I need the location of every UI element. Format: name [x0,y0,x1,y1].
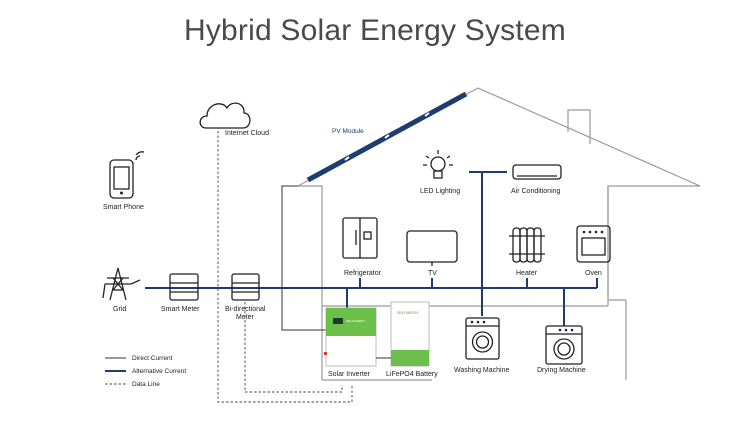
pv-module [306,91,468,183]
grid-tower-icon [102,267,141,301]
smart-meter-label: Smart Meter [161,306,200,313]
tv-label: TV [428,270,437,277]
refrigerator-icon [342,217,378,259]
legend: Direct Current Alternative Current Data … [105,355,186,388]
legend-ac-label: Alternative Current [132,368,186,375]
drying-machine-icon [545,325,583,365]
drying-machine-label: Drying Machine [537,367,586,374]
legend-dc-label: Direct Current [132,355,173,362]
washing-machine-icon [465,317,500,360]
lifepo4-battery: SRL ENERGY [390,301,430,367]
data-line-meter [244,302,343,393]
light-bulb-icon [423,150,453,179]
bidirectional-meter-label-2: Meter [236,314,255,321]
refrigerator-label: Refrigerator [344,270,382,277]
air-conditioning-label: Air Conditioning [511,188,561,195]
inverter-brand: SRL ENERGY [346,319,365,323]
cloud-icon [199,102,251,129]
heater-label: Heater [516,270,538,277]
grid-label: Grid [113,306,126,313]
pv-module-label: PV Module [332,128,364,135]
smart-phone-label: Smart Phone [103,204,144,211]
oven-label: Oven [585,270,602,277]
data-line-cloud [217,131,353,403]
smart-meter-icon [169,273,199,301]
bidirectional-meter-label-1: Bi-directional [225,306,266,313]
washing-machine-label: Washing Machine [454,367,509,374]
led-lighting-label: LED Lighting [420,188,460,195]
battery-label: LiFePO4 Battery [386,371,438,378]
smartphone-icon [109,151,145,199]
dc-line-pv [281,185,326,331]
internet-cloud-label: Internet Cloud [225,130,269,137]
tv-icon [406,230,458,266]
heater-icon [509,227,545,263]
solar-inverter: SRL ENERGY [324,307,377,367]
air-conditioner-icon [512,164,562,180]
solar-inverter-label: Solar Inverter [328,371,371,378]
battery-brand: SRL ENERGY [397,311,419,315]
bidirectional-meter-icon [231,273,260,301]
oven-icon [576,225,611,263]
diagram-title: Hybrid Solar Energy System [183,14,566,47]
legend-data-label: Data Line [132,381,160,388]
